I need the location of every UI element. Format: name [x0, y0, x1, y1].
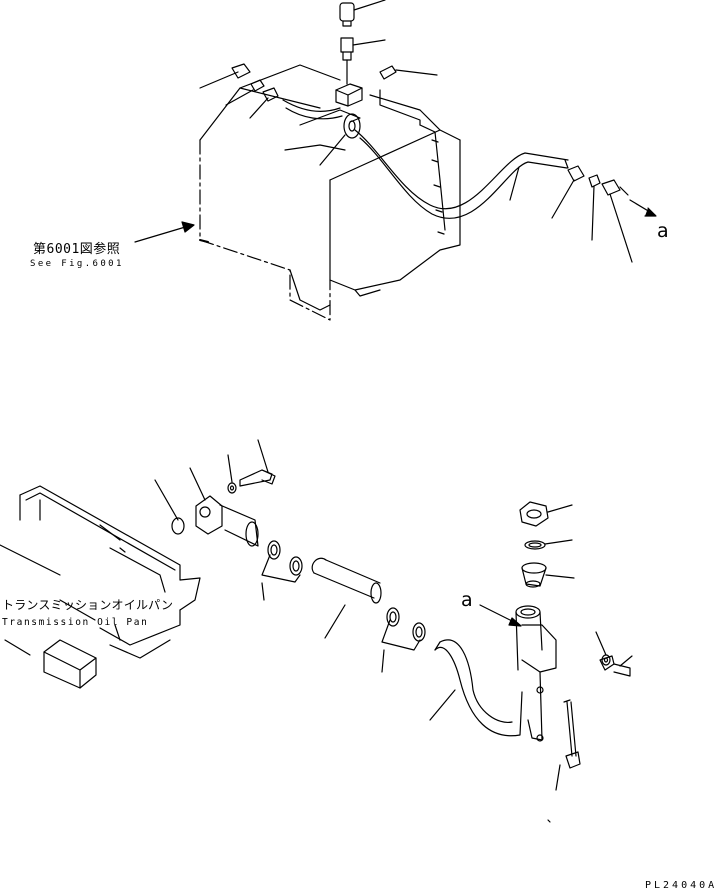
- strainer: [521, 562, 575, 588]
- arrow-a-bottom-head: [508, 617, 522, 627]
- block-fitting: [335, 59, 363, 107]
- washer-bolt: [227, 439, 276, 494]
- filler-cap: [519, 501, 573, 527]
- drain-plug: [154, 479, 185, 535]
- clamp-pair-1: [261, 540, 303, 601]
- flange-elbow: [189, 467, 259, 547]
- grommet: [319, 113, 361, 166]
- top-hose: [282, 99, 569, 219]
- bolt-right: [599, 655, 633, 677]
- nut-left: [225, 79, 265, 106]
- tank: [199, 64, 461, 321]
- washer-right: [595, 631, 611, 666]
- oil-pan-label-jp: トランスミッションオイルパン: [2, 598, 174, 612]
- curved-hose: [429, 639, 523, 737]
- reference-label-jp: 第6001図参照: [33, 242, 121, 257]
- clamp-pair-2: [381, 607, 426, 673]
- reference-label-en: See Fig.6001: [30, 259, 124, 269]
- ref-arrow: [134, 221, 195, 243]
- pan-block: [43, 639, 97, 689]
- arrow-a-top-head: [644, 207, 657, 217]
- gasket: [524, 539, 573, 550]
- oil-pan-label-en: Transmission Oil Pan: [2, 617, 149, 628]
- connector-label-top: a: [657, 220, 669, 242]
- level-gauge-rod: [547, 699, 581, 823]
- fitting-r2: [588, 174, 601, 241]
- filler-tube: [515, 605, 557, 742]
- elbow-fitting: [340, 37, 386, 61]
- connector-right-top: [379, 65, 438, 80]
- nut-left-2: [249, 87, 279, 119]
- fitting-r3: [601, 179, 633, 263]
- drawing-code: PL24040A: [645, 880, 718, 891]
- straight-hose: [311, 557, 382, 639]
- elbow-left: [199, 63, 251, 89]
- connector-label-bottom: a: [461, 589, 473, 611]
- fitting-r1: [551, 165, 585, 219]
- oil-pan: [0, 485, 201, 659]
- sensor-fitting: [339, 0, 386, 27]
